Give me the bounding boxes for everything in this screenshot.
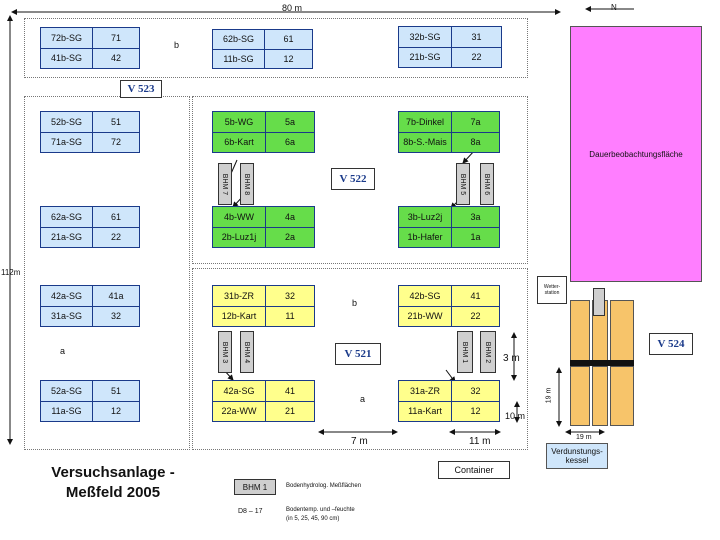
measure-19m-vertical: 19 m (545, 387, 553, 404)
measure-19m-horizontal: 19 m (576, 434, 592, 441)
north-label: N (611, 3, 617, 12)
legend-d-text-1: Bodentemp. und –feuchte (286, 507, 355, 513)
legend-d-symbol: D8 – 17 (238, 508, 263, 515)
measure-3m: 3 m (503, 353, 520, 364)
letter-b-mid: b (352, 298, 358, 308)
evaporation-pan: Verdunstungs- kessel (546, 443, 608, 469)
weather-station: Wetter- station (537, 276, 567, 304)
diagram-title: Versuchsanlage - Meßfeld 2005 (51, 464, 175, 501)
area-label-v523: V 523 (120, 80, 162, 98)
bhm-1-plot: BHM 1 (457, 331, 473, 373)
area-label-v521: V 521 (335, 343, 381, 365)
area-label-v524: V 524 (649, 333, 693, 355)
permanent-observation-area: Dauerbeobachtungsfläche (570, 26, 702, 282)
letter-a-mid: a (360, 394, 366, 404)
area-left (24, 96, 190, 450)
bhm-8-plot: BHM 8 (240, 163, 254, 205)
container-box: Container (438, 461, 510, 479)
letter-a-left: a (60, 346, 66, 356)
area-top (24, 18, 528, 78)
measure-10m: 10 m (505, 411, 526, 421)
legend-bhm-symbol: BHM 1 (234, 479, 276, 495)
area-v521 (192, 268, 528, 450)
measure-7m: 7 m (351, 436, 368, 447)
width-label: 80 m (282, 3, 303, 13)
area-v522 (192, 96, 528, 264)
height-label: 112m (1, 268, 21, 277)
bhm-5-plot: BHM 5 (456, 163, 470, 205)
bhm-2-plot: BHM 2 (480, 331, 496, 373)
measure-11m: 11 m (469, 436, 491, 447)
bhm-6-plot: BHM 6 (480, 163, 494, 205)
legend-bhm-text: Bodenhydrolog. Meßflächen (286, 483, 362, 489)
bhm-4-plot: BHM 4 (240, 331, 254, 373)
area-label-v522: V 522 (331, 168, 375, 190)
bhm-7-plot: BHM 7 (218, 163, 232, 205)
legend-d-text-2: (in 5, 25, 45, 90 cm) (286, 516, 340, 522)
v524-plots (570, 288, 634, 426)
bhm-3-plot: BHM 3 (218, 331, 232, 373)
letter-b-top: b (174, 40, 180, 50)
